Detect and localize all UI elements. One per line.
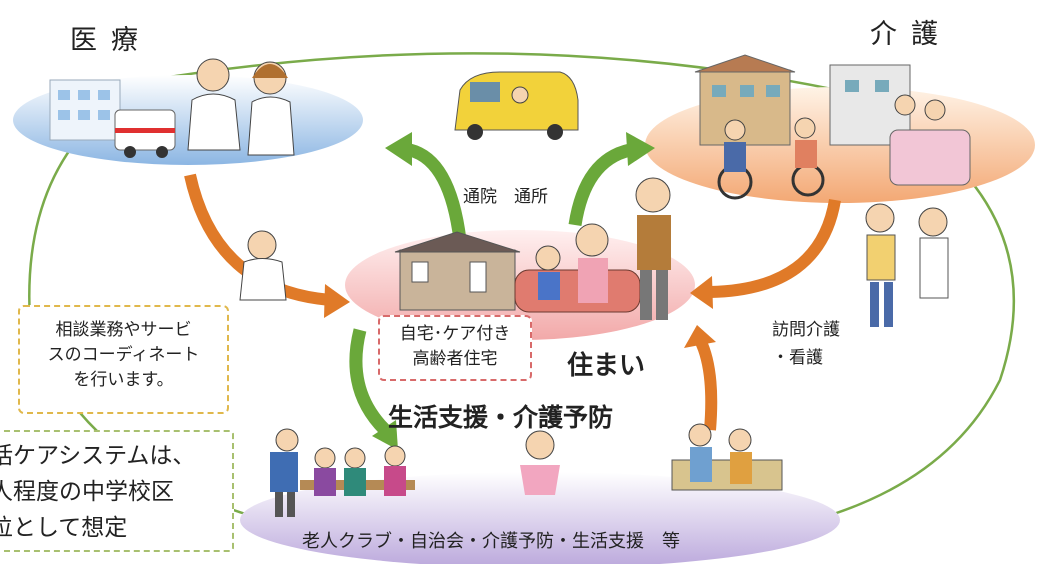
nurses-illustration (865, 203, 949, 327)
community-label: 老人クラブ・自治会・介護予防・生活支援 等 (302, 531, 680, 552)
system-note-line1: 括ケアシステムは、 (0, 443, 196, 469)
visit-care-label-line1: 訪問介護 (772, 320, 840, 340)
care-to-home-arrow (709, 198, 841, 298)
care-title: 介護 (870, 19, 952, 50)
van-illustration (454, 71, 579, 140)
medical-to-home-arrowhead (324, 284, 350, 318)
care-facility-illustration (694, 54, 971, 200)
visit-care-label-line2: ・看護 (772, 348, 823, 368)
home-to-medical-arrowhead (385, 132, 412, 166)
system-note-line2: 人程度の中学校区 (0, 479, 174, 505)
home-to-medical-arrow (407, 143, 467, 241)
home-label-line2: 高齢者住宅 (412, 349, 498, 369)
house-illustration (394, 177, 671, 320)
housing-label: 住まい (567, 351, 646, 381)
home-to-community-arrow (349, 328, 390, 435)
community-to-home-arrowhead (684, 325, 716, 348)
commute-label: 通院 通所 (463, 187, 548, 207)
consult-note-line3: を行います。 (73, 370, 174, 390)
hospital-illustration (49, 79, 121, 141)
consult-note-line1: 相談業務やサービ (55, 320, 192, 340)
living-support-label: 生活支援・介護予防 (388, 403, 614, 432)
visiting-doctor-illustration (239, 230, 287, 301)
home-to-care-arrow (568, 143, 632, 227)
medical-title: 医療 (70, 25, 152, 56)
home-to-community-arrowhead (372, 420, 398, 450)
ambulance-illustration (114, 109, 176, 158)
home-to-care-arrowhead (626, 132, 655, 166)
community-to-home-arrow (694, 337, 718, 431)
system-note-line3: 位として想定 (0, 515, 128, 541)
consult-note-box: 相談業務やサービ スのコーディネート を行います。 (18, 305, 229, 414)
home-label-line1: 自宅･ケア付き (399, 324, 511, 344)
medical-to-home-arrow (184, 173, 331, 306)
care-to-home-arrowhead (690, 276, 713, 309)
community-illustration (270, 423, 783, 517)
system-note-box: 括ケアシステムは、 人程度の中学校区 位として想定 (0, 430, 234, 552)
home-label-box: 自宅･ケア付き 高齢者住宅 (378, 315, 532, 381)
consult-note-line2: スのコーディネート (47, 345, 200, 365)
doctor-illustration (187, 58, 295, 156)
